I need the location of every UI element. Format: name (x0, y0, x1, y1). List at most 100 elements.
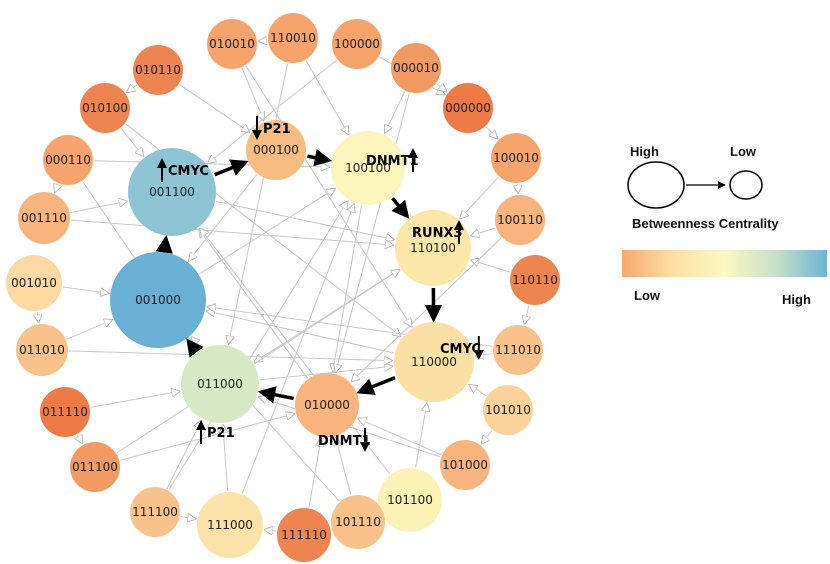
state-node-label: 001100 (149, 185, 195, 199)
gene-label: CMYC (157, 158, 209, 182)
state-node-circle (110, 252, 206, 348)
transition-edge (482, 430, 493, 443)
transition-edge (241, 67, 264, 120)
state-node-circle (70, 442, 120, 492)
state-node: 011000 (181, 345, 259, 423)
gene-label-text: P21 (207, 426, 235, 441)
state-node-label: 010100 (82, 101, 128, 115)
transition-edge (241, 204, 354, 494)
state-node: 010110 (133, 45, 183, 95)
transition-edge (471, 260, 511, 273)
state-node: 101110 (331, 495, 385, 549)
state-node-circle (16, 324, 68, 376)
gene-label: DNMT1 (366, 148, 419, 172)
state-node-circle (493, 325, 543, 375)
state-node-circle (6, 255, 62, 311)
gene-label-text: DNMT1 (366, 154, 419, 169)
state-node-label: 000110 (45, 153, 91, 167)
state-node: 011010 (16, 324, 68, 376)
transition-edge (215, 200, 394, 239)
state-node-circle (395, 210, 471, 286)
state-node: 001100 (128, 148, 216, 236)
state-node: 111110 (277, 508, 331, 562)
state-node-circle (128, 148, 216, 236)
transition-edge (119, 414, 294, 461)
transition-edge (168, 201, 348, 491)
transition-edge (336, 438, 352, 496)
transition-edge (524, 305, 528, 323)
transition-edge (90, 391, 180, 408)
state-node-circle (133, 45, 183, 95)
transition-edge (469, 385, 487, 397)
state-node: 000000 (443, 83, 493, 133)
state-node-label: 011100 (72, 460, 118, 474)
transition-edge (70, 201, 126, 214)
state-node-circle (495, 195, 545, 245)
state-node: 100000 (332, 19, 382, 69)
transition-edge (166, 421, 202, 490)
legend-large-circle (627, 161, 685, 209)
state-node-label: 110000 (411, 355, 457, 369)
state-node-label: 111000 (207, 518, 253, 532)
gene-label-text: CMYC (168, 164, 209, 179)
transition-edge (305, 60, 349, 135)
transition-edge (259, 41, 267, 42)
state-node-label: 011010 (19, 343, 65, 357)
transition-edge (127, 85, 138, 92)
state-node-label: 001010 (11, 276, 57, 290)
state-node: 111000 (197, 492, 263, 558)
state-node-circle (332, 19, 382, 69)
transition-edge (358, 419, 442, 456)
transition-edge (179, 84, 250, 132)
state-node: 110100 (395, 210, 471, 286)
state-node-label: 100000 (334, 37, 380, 51)
gene-label: RUNX3 (412, 220, 464, 244)
transition-edge (116, 270, 400, 454)
path-edge (213, 159, 249, 177)
state-node: 110010 (268, 13, 318, 63)
transition-edge (223, 425, 229, 492)
path-edge (186, 338, 204, 358)
state-node: 111100 (130, 487, 180, 537)
state-node: 001010 (6, 255, 62, 311)
transition-edge (77, 435, 82, 443)
gene-label-text: DNMT1 (318, 434, 371, 449)
transition-edge (180, 516, 196, 519)
state-node-circle (268, 13, 318, 63)
state-node: 101010 (483, 385, 533, 435)
transition-edge (485, 126, 497, 139)
state-node: 011100 (70, 442, 120, 492)
transition-edge (208, 59, 338, 163)
legend-small-circle (729, 170, 763, 200)
transition-edge (66, 320, 112, 340)
state-node-circle (440, 440, 490, 490)
transition-edge (199, 229, 308, 379)
transition-edge (62, 286, 109, 293)
state-node-label: 101000 (442, 458, 488, 472)
state-node: 000110 (43, 135, 93, 185)
state-node-label: 110010 (270, 31, 316, 45)
state-node-label: 100010 (493, 151, 539, 165)
transition-edge (120, 128, 143, 156)
state-node-circle (277, 508, 331, 562)
state-node-label: 010000 (304, 398, 350, 412)
path-edge (257, 386, 294, 404)
transition-edge (207, 311, 395, 354)
state-node: 101100 (378, 468, 442, 532)
state-node-label: 010110 (135, 63, 181, 77)
state-node: 010000 (295, 373, 359, 437)
state-node-label: 001110 (21, 211, 67, 225)
transition-edge (471, 227, 496, 236)
transition-edge (200, 228, 391, 475)
transition-edge (189, 174, 258, 260)
gene-label: P21 (252, 116, 291, 140)
state-node-circle (130, 487, 180, 537)
legend-color-bar (622, 250, 827, 277)
state-node-label: 011110 (42, 405, 88, 419)
gene-label-text: P21 (263, 122, 291, 137)
transition-edge (460, 176, 499, 218)
state-node-label: 000000 (445, 101, 491, 115)
path-edge (307, 149, 333, 167)
state-node-label: 101100 (387, 493, 433, 507)
transition-edge (70, 219, 393, 245)
